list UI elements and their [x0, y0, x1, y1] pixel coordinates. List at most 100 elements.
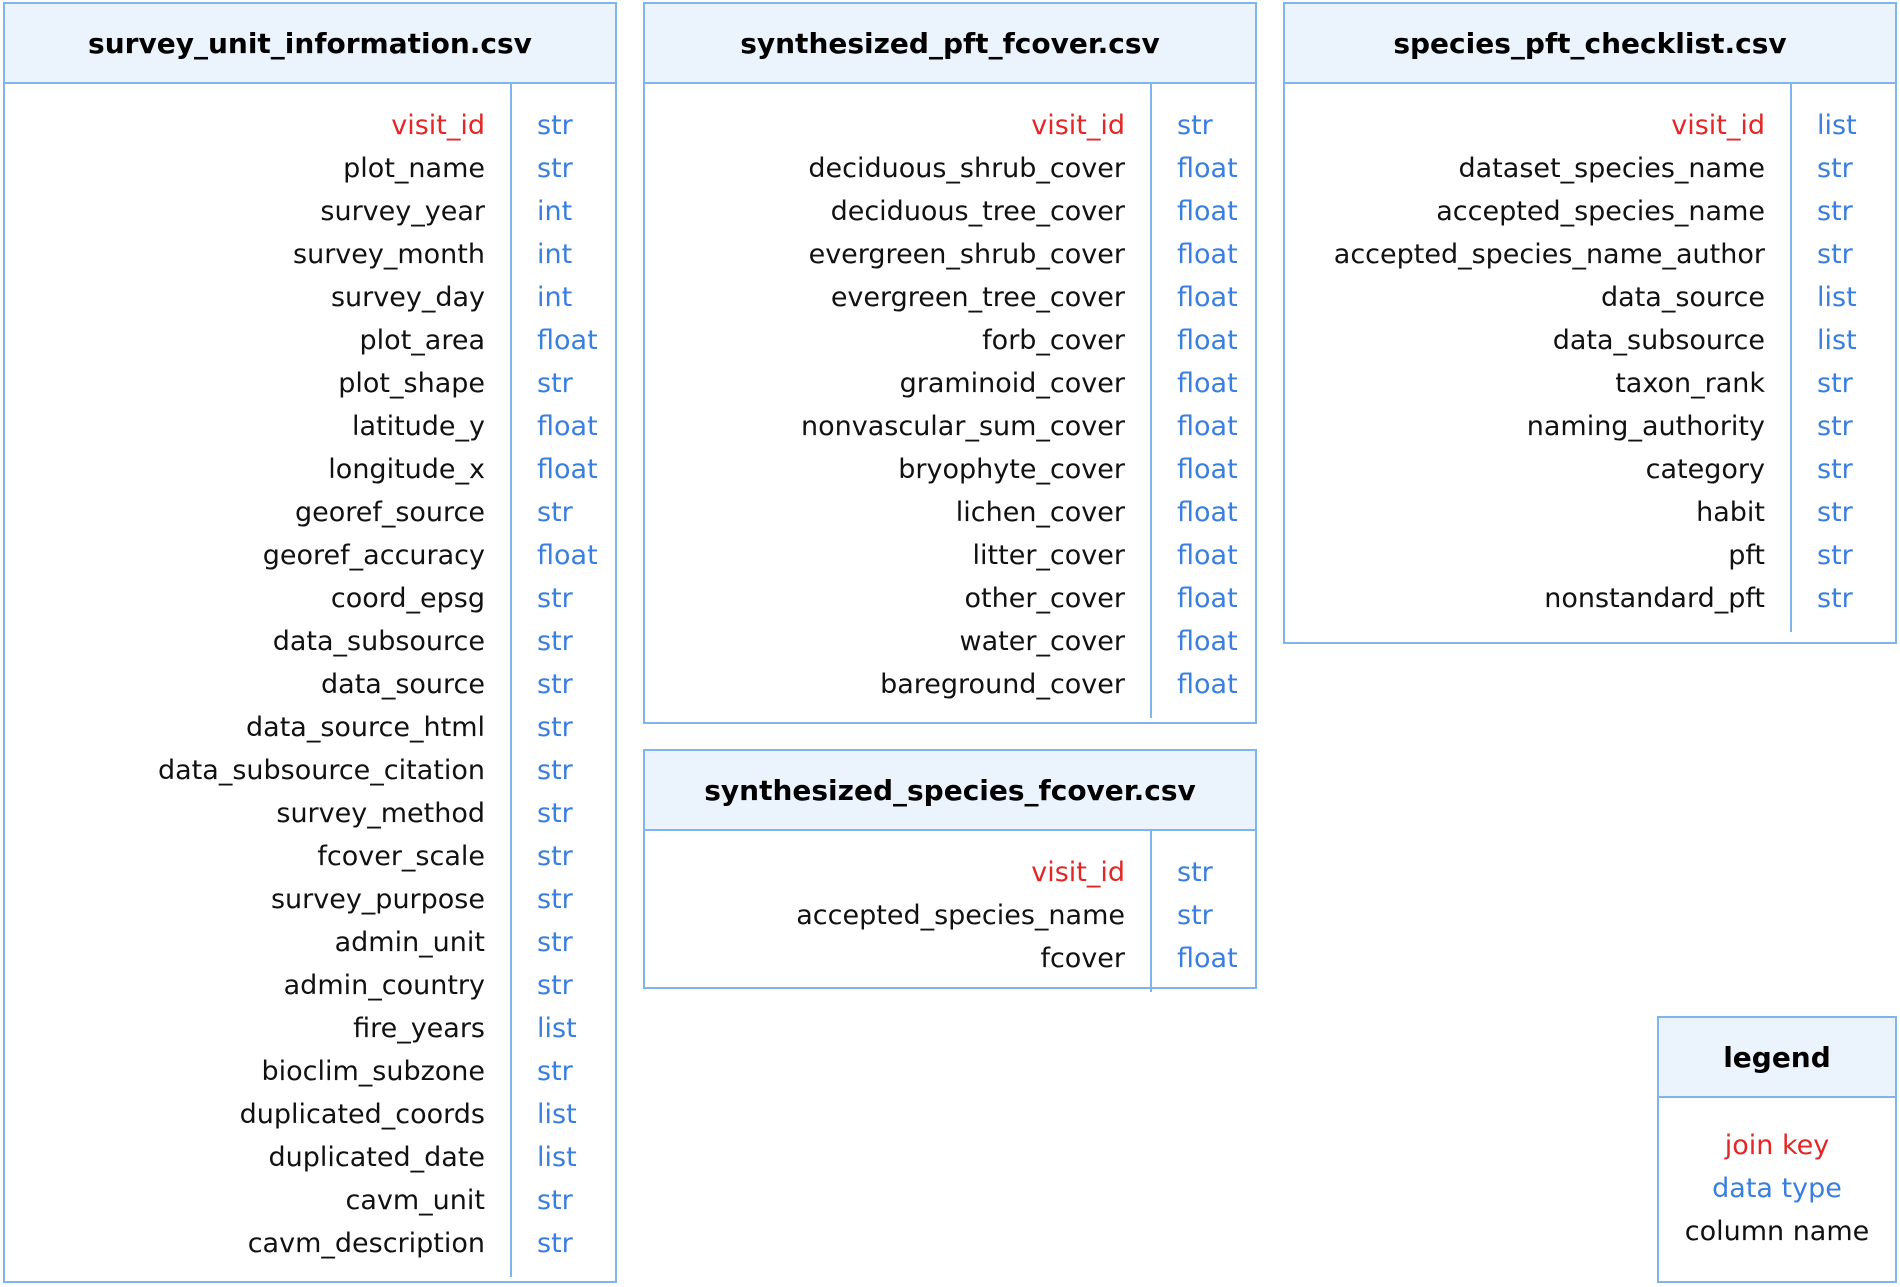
column-name: bioclim_subzone: [261, 1056, 485, 1087]
data-type: int: [537, 196, 573, 227]
join-key-name: visit_id: [391, 110, 485, 141]
data-type: float: [1177, 239, 1238, 270]
data-type: float: [1177, 454, 1238, 485]
data-type: str: [537, 927, 573, 958]
column-name: coord_epsg: [330, 583, 485, 614]
data-type: str: [537, 1056, 573, 1087]
column-divider: [1150, 84, 1152, 718]
join-key-name: visit_id: [1031, 110, 1125, 141]
column-name: litter_cover: [972, 540, 1125, 571]
table-row: fcover_scale str: [5, 835, 615, 878]
column-name: accepted_species_name_author: [1333, 239, 1765, 270]
column-name: data_subsource_citation: [158, 755, 485, 786]
column-name: data_source_html: [246, 712, 485, 743]
column-divider: [1790, 84, 1792, 632]
table-title: synthesized_species_fcover.csv: [645, 751, 1255, 831]
column-name: plot_name: [343, 153, 485, 184]
table-synthesized-pft-fcover: synthesized_pft_fcover.csv visit_id str de…: [643, 2, 1257, 724]
column-name: deciduous_tree_cover: [830, 196, 1125, 227]
data-type: str: [537, 884, 573, 915]
data-type: str: [537, 755, 573, 786]
join-key-row: visit_id str: [645, 104, 1255, 147]
data-type: float: [1177, 943, 1238, 974]
join-key-row: visit_id str: [5, 104, 615, 147]
data-type: list: [1817, 110, 1857, 141]
column-name: duplicated_date: [268, 1142, 485, 1173]
table-row: bryophyte_cover float: [645, 448, 1255, 491]
data-type: str: [537, 583, 573, 614]
column-name: bryophyte_cover: [898, 454, 1125, 485]
column-name: deciduous_shrub_cover: [808, 153, 1125, 184]
table-row: deciduous_tree_cover float: [645, 190, 1255, 233]
column-name: survey_year: [320, 196, 485, 227]
data-type: float: [1177, 411, 1238, 442]
data-type: str: [537, 1185, 573, 1216]
column-name: fcover_scale: [317, 841, 485, 872]
column-name: duplicated_coords: [239, 1099, 485, 1130]
column-name: other_cover: [964, 583, 1125, 614]
legend-title: legend: [1659, 1018, 1895, 1098]
column-name: survey_day: [330, 282, 485, 313]
column-name: plot_shape: [338, 368, 485, 399]
data-type: list: [537, 1142, 577, 1173]
data-type: float: [537, 325, 598, 356]
column-name: category: [1645, 454, 1765, 485]
column-divider: [1150, 831, 1152, 992]
data-type: str: [1177, 110, 1213, 141]
data-type: str: [537, 669, 573, 700]
data-type: str: [1817, 196, 1853, 227]
table-row: litter_cover float: [645, 534, 1255, 577]
data-type: float: [537, 454, 598, 485]
data-type: str: [537, 798, 573, 829]
legend-data-type: data type: [1712, 1173, 1842, 1204]
join-key-name: visit_id: [1031, 857, 1125, 888]
data-type: float: [1177, 497, 1238, 528]
column-name: longitude_x: [328, 454, 485, 485]
column-name: data_subsource: [272, 626, 485, 657]
column-name: taxon_rank: [1615, 368, 1765, 399]
data-type: str: [1817, 239, 1853, 270]
column-name: pft: [1728, 540, 1765, 571]
data-type: float: [537, 540, 598, 571]
data-type: str: [537, 110, 573, 141]
data-type: list: [1817, 282, 1857, 313]
table-row: data_subsource_citation str: [5, 749, 615, 792]
data-type: list: [1817, 325, 1857, 356]
table-title: synthesized_pft_fcover.csv: [645, 4, 1255, 84]
data-type: str: [537, 841, 573, 872]
column-name: data_subsource: [1552, 325, 1765, 356]
column-name: admin_country: [283, 970, 485, 1001]
data-type: float: [1177, 540, 1238, 571]
column-name: bareground_cover: [880, 669, 1125, 700]
data-type: float: [1177, 196, 1238, 227]
data-type: float: [537, 411, 598, 442]
column-name: survey_method: [276, 798, 485, 829]
data-type: float: [1177, 282, 1238, 313]
data-type: str: [537, 368, 573, 399]
